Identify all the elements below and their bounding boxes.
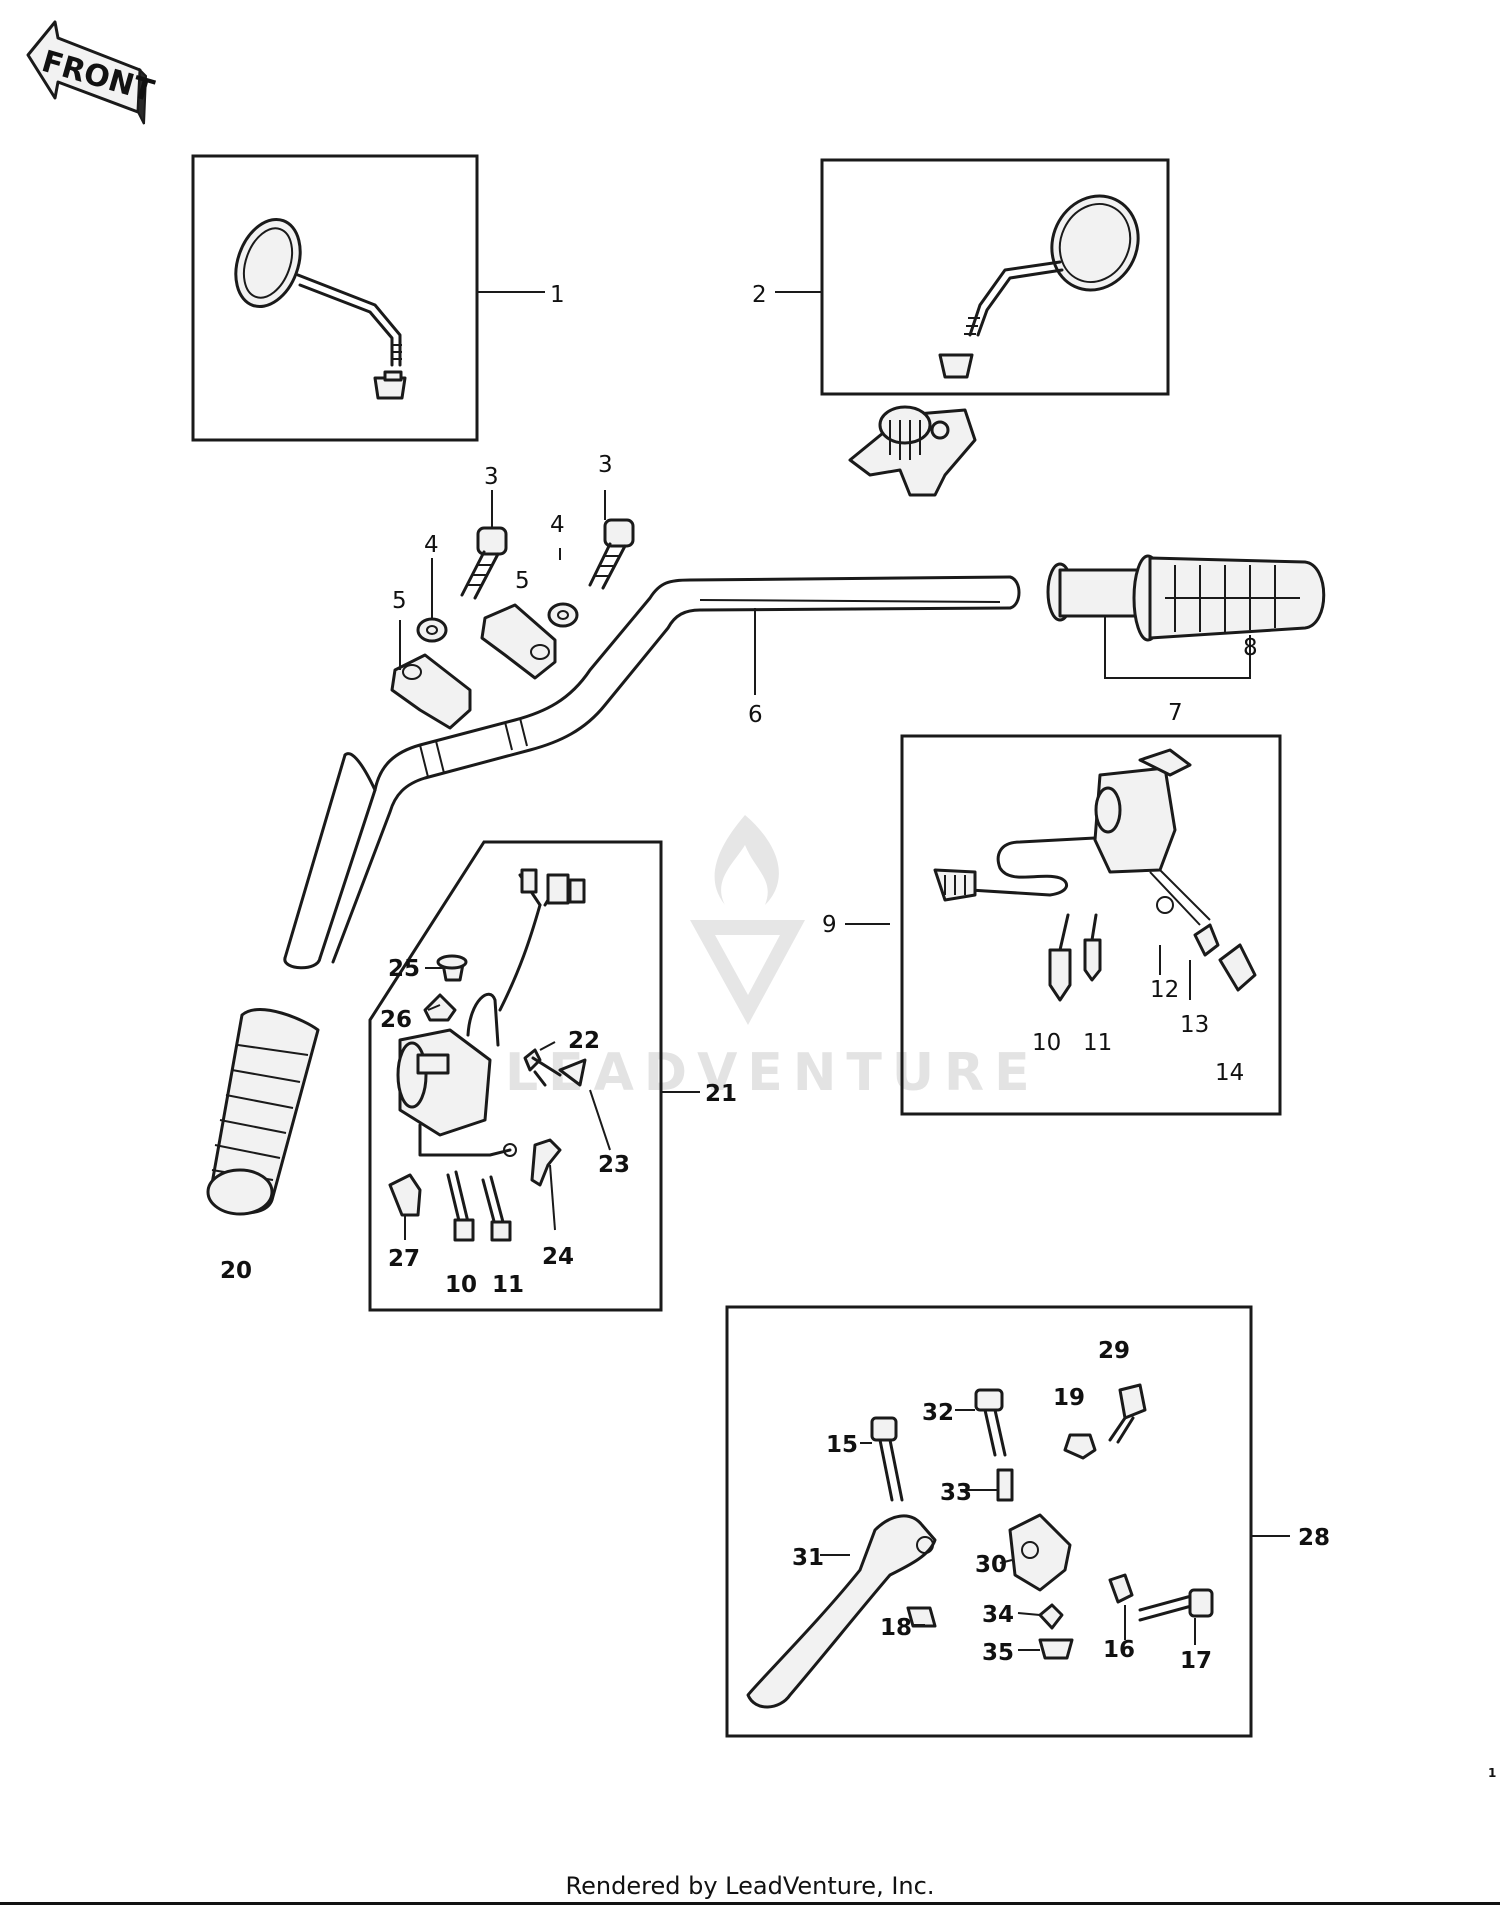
mirror-right-head	[1050, 194, 1140, 292]
callout-5b: 5	[515, 568, 530, 594]
callout-33: 33	[940, 1480, 972, 1506]
callout-30: 30	[975, 1552, 1007, 1578]
callout-10b: 10	[445, 1272, 477, 1298]
callout-14: 14	[1215, 1060, 1244, 1086]
footer-rule	[0, 1902, 1500, 1905]
callout-4b: 4	[550, 512, 565, 538]
callout-10a: 10	[1032, 1030, 1061, 1056]
callout-11a: 11	[1083, 1030, 1112, 1056]
callout-34: 34	[982, 1602, 1014, 1628]
mirror-right-nut	[938, 353, 974, 379]
mirror-right	[938, 194, 1140, 379]
mirror-left	[234, 217, 407, 400]
watermark: LEADVENTURE	[505, 815, 1040, 1103]
master-cylinder-top	[848, 405, 977, 497]
callout-31: 31	[792, 1545, 824, 1571]
callout-1: 1	[550, 282, 565, 308]
handlebar	[283, 575, 1021, 970]
callout-28: 28	[1298, 1525, 1330, 1551]
watermark-flame-icon	[714, 815, 779, 905]
callout-15: 15	[826, 1432, 858, 1458]
callout-5a: 5	[392, 588, 407, 614]
watermark-text: LEADVENTURE	[505, 1043, 1040, 1103]
front-arrow-shadow	[136, 67, 148, 125]
callouts: 1 2 3 3 4 4 5 5 6 7 8 9 10 11 12 13 14 2…	[220, 282, 1330, 1674]
lever-assembly	[746, 1383, 1214, 1709]
watermark-v-icon	[690, 920, 805, 1025]
callout-25: 25	[388, 956, 420, 982]
front-direction-arrow: FRONT	[26, 20, 158, 125]
clamp-hardware	[390, 518, 635, 730]
callout-8: 8	[1243, 635, 1258, 661]
switch-right-group-box	[900, 734, 1282, 1116]
leader-lines	[399, 291, 1290, 1651]
callout-23: 23	[598, 1152, 630, 1178]
callout-11b: 11	[492, 1272, 524, 1298]
grip-right	[1046, 554, 1326, 642]
callout-20: 20	[220, 1258, 252, 1284]
callout-35: 35	[982, 1640, 1014, 1666]
grip-left	[206, 1008, 320, 1216]
callout-27: 27	[388, 1246, 420, 1272]
mirror-left-head	[234, 217, 302, 309]
callout-17: 17	[1180, 1648, 1212, 1674]
switch-right	[933, 748, 1257, 1002]
callout-24: 24	[542, 1244, 574, 1270]
callout-21: 21	[705, 1081, 737, 1107]
callout-22: 22	[568, 1028, 600, 1054]
callout-7: 7	[1168, 700, 1183, 726]
switch-left	[388, 868, 587, 1242]
callout-19: 19	[1053, 1385, 1085, 1411]
callout-18: 18	[880, 1615, 912, 1641]
callout-32: 32	[922, 1400, 954, 1426]
lever-group-box	[725, 1305, 1253, 1738]
mirror-left-group-box	[191, 154, 479, 442]
callout-3b: 3	[598, 452, 613, 478]
callout-2: 2	[752, 282, 767, 308]
callout-4a: 4	[424, 532, 439, 558]
footer-credit: Rendered by LeadVenture, Inc.	[565, 1872, 935, 1900]
switch-left-group-box	[368, 840, 663, 1312]
callout-12: 12	[1150, 977, 1179, 1003]
page-number: 1	[1488, 1766, 1497, 1780]
callout-29: 29	[1098, 1338, 1130, 1364]
callout-13: 13	[1180, 1012, 1209, 1038]
callout-9: 9	[822, 912, 837, 938]
callout-6: 6	[748, 702, 763, 728]
callout-26: 26	[380, 1007, 412, 1033]
callout-16: 16	[1103, 1637, 1135, 1663]
callout-3a: 3	[484, 464, 499, 490]
mirror-right-group-box	[820, 158, 1170, 396]
